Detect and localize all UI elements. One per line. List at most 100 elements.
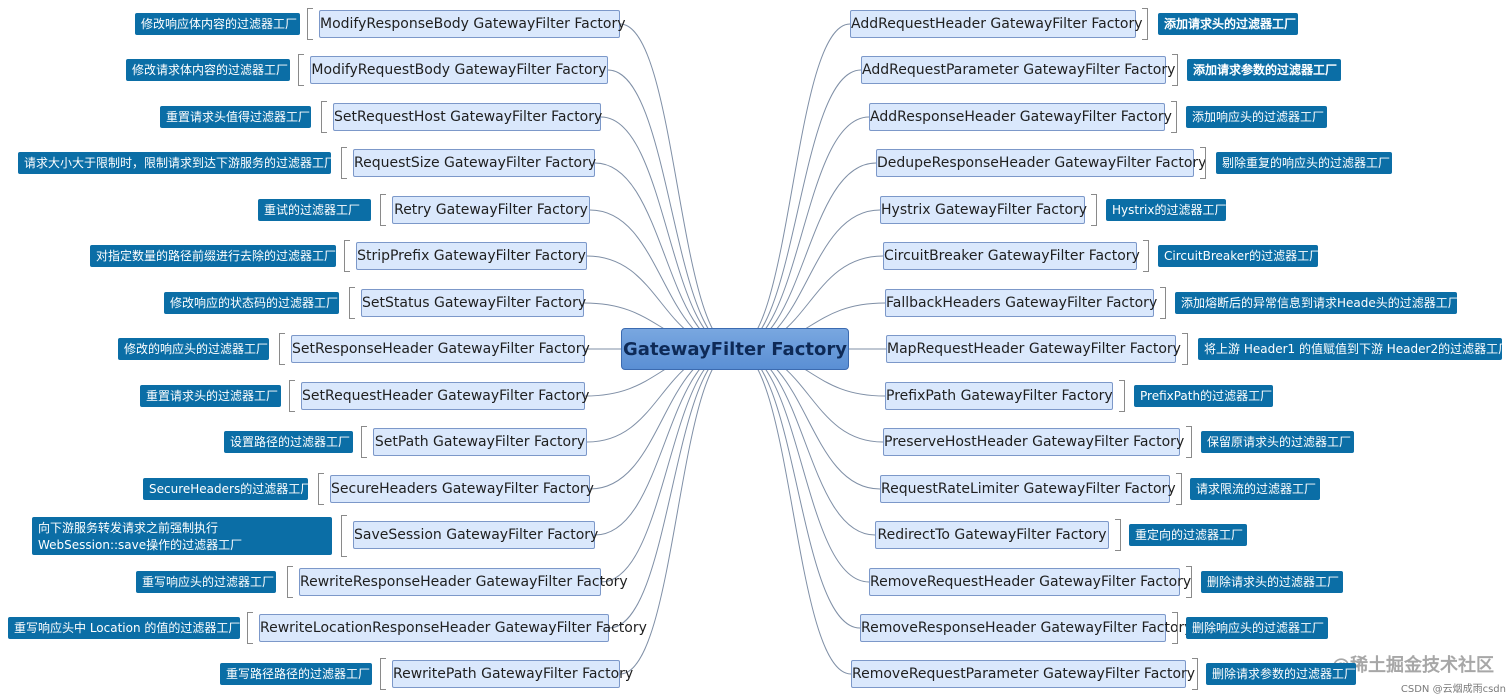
right-branch-note: 剔除重复的响应头的过滤器工厂: [1216, 152, 1392, 174]
right-note-bracket: [1119, 380, 1125, 412]
left-branch-note: 对指定数量的路径前缀进行去除的过滤器工厂: [90, 245, 336, 267]
left-branch-node[interactable]: SetResponseHeader GatewayFilter Factory: [291, 335, 590, 363]
right-connector: [734, 348, 870, 583]
left-note-bracket: [247, 612, 253, 644]
left-branch-note: 修改响应体内容的过滤器工厂: [135, 13, 300, 35]
right-branch-node[interactable]: MapRequestHeader GatewayFilter Factory: [886, 335, 1181, 363]
right-note-bracket: [1172, 54, 1178, 86]
left-connector: [594, 162, 736, 350]
right-branch-note: 添加熔断后的异常信息到请求Heade头的过滤器工厂: [1175, 292, 1460, 314]
right-connector: [734, 348, 861, 629]
right-branch-note: 添加请求参数的过滤器工厂: [1187, 59, 1341, 81]
left-branch-node[interactable]: RewriteResponseHeader GatewayFilter Fact…: [299, 568, 628, 596]
left-branch-node[interactable]: SetPath GatewayFilter Factory: [373, 428, 587, 456]
right-branch-node[interactable]: RemoveRequestHeader GatewayFilter Factor…: [869, 568, 1191, 596]
left-connector: [589, 348, 736, 490]
right-note-bracket: [1143, 240, 1149, 272]
right-branch-node[interactable]: AddResponseHeader GatewayFilter Factory: [869, 103, 1172, 131]
left-branch-note: SecureHeaders的过滤器工厂: [143, 478, 312, 500]
left-branch-note: 重写响应头的过滤器工厂: [136, 571, 276, 593]
right-note-bracket: [1192, 658, 1198, 690]
left-branch-node[interactable]: StripPrefix GatewayFilter Factory: [356, 242, 587, 270]
left-connector: [594, 348, 736, 536]
left-note-bracket: [298, 54, 304, 86]
right-note-bracket: [1172, 612, 1178, 644]
left-connector: [600, 116, 736, 350]
right-branch-node[interactable]: AddRequestHeader GatewayFilter Factory: [850, 10, 1143, 38]
left-note-bracket: [287, 566, 293, 598]
right-note-bracket: [1176, 473, 1182, 505]
footer-credit: CSDN @云烟成雨csdn: [1400, 684, 1506, 695]
right-branch-node[interactable]: DedupeResponseHeader GatewayFilter Facto…: [876, 149, 1206, 177]
left-connector: [608, 348, 736, 629]
right-branch-node[interactable]: RemoveResponseHeader GatewayFilter Facto…: [860, 614, 1193, 642]
left-note-bracket: [344, 240, 350, 272]
left-note-bracket: [349, 287, 355, 319]
right-connector: [734, 162, 877, 350]
right-branch-node[interactable]: PrefixPath GatewayFilter Factory: [885, 382, 1113, 410]
right-branch-note: 请求限流的过滤器工厂: [1190, 478, 1320, 500]
left-note-bracket: [380, 194, 386, 226]
left-note-bracket: [318, 473, 324, 505]
right-branch-node[interactable]: AddRequestParameter GatewayFilter Factor…: [861, 56, 1175, 84]
left-note-bracket: [361, 426, 367, 458]
left-branch-node[interactable]: SaveSession GatewayFilter Factory: [353, 521, 598, 549]
left-branch-note: 向下游服务转发请求之前强制执行 WebSession::save操作的过滤器工厂: [32, 517, 332, 555]
right-note-bracket: [1182, 333, 1188, 365]
left-branch-node[interactable]: SecureHeaders GatewayFilter Factory: [330, 475, 594, 503]
left-branch-note: 重置请求头值得过滤器工厂: [160, 106, 311, 128]
right-branch-note: PrefixPath的过滤器工厂: [1134, 385, 1273, 407]
left-branch-node[interactable]: RewritePath GatewayFilter Factory: [392, 660, 633, 688]
right-branch-node[interactable]: CircuitBreaker GatewayFilter Factory: [883, 242, 1140, 270]
right-branch-note: 重定向的过滤器工厂: [1129, 524, 1247, 546]
right-connector: [734, 69, 862, 350]
right-branch-note: 添加响应头的过滤器工厂: [1186, 106, 1327, 128]
left-branch-node[interactable]: ModifyRequestBody GatewayFilter Factory: [310, 56, 608, 84]
right-note-bracket: [1160, 287, 1166, 319]
left-branch-node[interactable]: Retry GatewayFilter Factory: [392, 196, 590, 224]
right-note-bracket: [1200, 147, 1206, 179]
left-branch-note: 修改响应的状态码的过滤器工厂: [164, 292, 339, 314]
right-branch-node[interactable]: RequestRateLimiter GatewayFilter Factory: [880, 475, 1176, 503]
left-branch-node[interactable]: RequestSize GatewayFilter Factory: [353, 149, 596, 177]
right-note-bracket: [1115, 519, 1121, 551]
right-connector: [734, 23, 851, 350]
right-branch-node[interactable]: RedirectTo GatewayFilter Factory: [875, 521, 1109, 549]
left-branch-node[interactable]: ModifyResponseBody GatewayFilter Factory: [319, 10, 626, 38]
left-note-bracket: [380, 658, 386, 690]
right-branch-note: 添加请求头的过滤器工厂: [1158, 13, 1298, 35]
right-connector: [734, 348, 876, 536]
right-branch-note: CircuitBreaker的过滤器工厂: [1158, 245, 1321, 267]
left-branch-note: 修改的响应头的过滤器工厂: [118, 338, 269, 360]
watermark-text: @稀土掘金技术社区: [1332, 655, 1494, 676]
right-branch-node[interactable]: PreserveHostHeader GatewayFilter Factory: [883, 428, 1184, 456]
left-note-bracket: [307, 8, 313, 40]
left-note-bracket: [341, 147, 347, 179]
right-connector: [734, 348, 881, 490]
right-branch-node[interactable]: RemoveRequestParameter GatewayFilter Fac…: [851, 660, 1195, 688]
right-note-bracket: [1171, 101, 1177, 133]
left-note-bracket: [289, 380, 295, 412]
left-branch-node[interactable]: SetStatus GatewayFilter Factory: [361, 289, 586, 317]
right-note-bracket: [1091, 194, 1097, 226]
left-branch-note: 重置请求头的过滤器工厂: [140, 385, 281, 407]
right-note-bracket: [1186, 566, 1192, 598]
left-branch-note: 修改请求体内容的过滤器工厂: [126, 59, 290, 81]
left-connector: [607, 69, 736, 350]
left-connector: [619, 23, 736, 350]
right-branch-node[interactable]: FallbackHeaders GatewayFilter Factory: [885, 289, 1157, 317]
left-branch-node[interactable]: RewriteLocationResponseHeader GatewayFil…: [259, 614, 647, 642]
left-note-bracket: [321, 101, 327, 133]
right-branch-note: 删除请求头的过滤器工厂: [1201, 571, 1343, 593]
left-branch-note: 重试的过滤器工厂: [258, 199, 371, 221]
right-connector: [734, 348, 852, 675]
right-branch-note: 删除请求参数的过滤器工厂: [1206, 663, 1356, 685]
right-branch-node[interactable]: Hystrix GatewayFilter Factory: [880, 196, 1087, 224]
right-branch-note: 删除响应头的过滤器工厂: [1186, 617, 1328, 639]
left-branch-node[interactable]: SetRequestHost GatewayFilter Factory: [333, 103, 602, 131]
root-node[interactable]: GatewayFilter Factory: [621, 328, 849, 370]
left-branch-node[interactable]: SetRequestHeader GatewayFilter Factory: [301, 382, 589, 410]
left-note-bracket: [341, 515, 347, 557]
left-connector: [600, 348, 736, 583]
